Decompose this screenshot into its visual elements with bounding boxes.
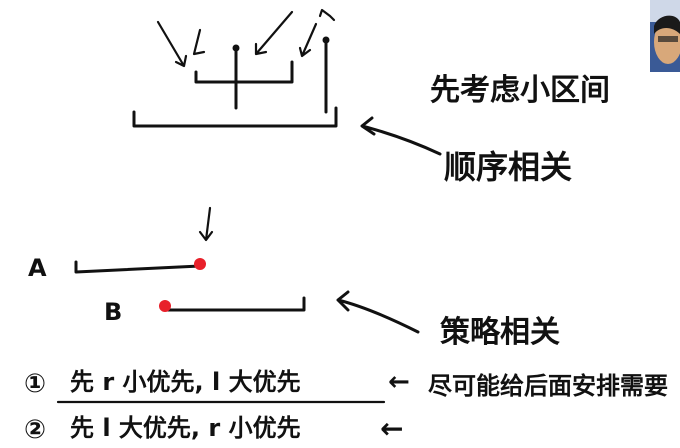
small-l-mark bbox=[192, 28, 206, 56]
strategy-note-text: 策略相关 bbox=[440, 315, 560, 350]
dot-right-top bbox=[322, 36, 330, 44]
label-b: B bbox=[104, 298, 122, 326]
line1-marker: ① bbox=[24, 369, 46, 399]
line2-arrow: ← bbox=[380, 412, 403, 445]
label-a: A bbox=[28, 254, 47, 282]
webcam-presenter-image bbox=[650, 0, 680, 72]
segment-b bbox=[164, 296, 306, 312]
segment-b-endpoint bbox=[159, 300, 171, 312]
arrow-left-down bbox=[156, 20, 188, 68]
webcam-overlay bbox=[650, 0, 680, 72]
order-note-text: 顺序相关 bbox=[444, 148, 572, 186]
inner-interval-bracket bbox=[194, 60, 294, 84]
arrow-to-segment-b bbox=[336, 290, 420, 334]
small-r-mark bbox=[318, 8, 336, 22]
arrow-to-outer-interval bbox=[360, 116, 442, 156]
line1-text: 先 r 小优先, l 大优先 bbox=[70, 368, 301, 396]
top-note-text: 先考虑小区间 bbox=[430, 73, 610, 108]
line1-reason: 尽可能给后面安排需要 bbox=[428, 372, 668, 400]
nested-intervals-sketch bbox=[132, 8, 338, 128]
arrow-down-to-a bbox=[198, 206, 214, 242]
line2-text: 先 l 大优先, r 小优先 bbox=[70, 414, 301, 442]
arrow-mid-down bbox=[254, 10, 294, 56]
segment-a bbox=[74, 260, 202, 274]
arrow-right-down bbox=[298, 22, 318, 58]
dot-mid-top bbox=[232, 44, 240, 52]
line1-arrow: ← bbox=[388, 367, 410, 397]
line2-marker: ② bbox=[24, 415, 46, 445]
segment-a-endpoint bbox=[194, 258, 206, 270]
outer-interval-bracket bbox=[132, 106, 338, 128]
